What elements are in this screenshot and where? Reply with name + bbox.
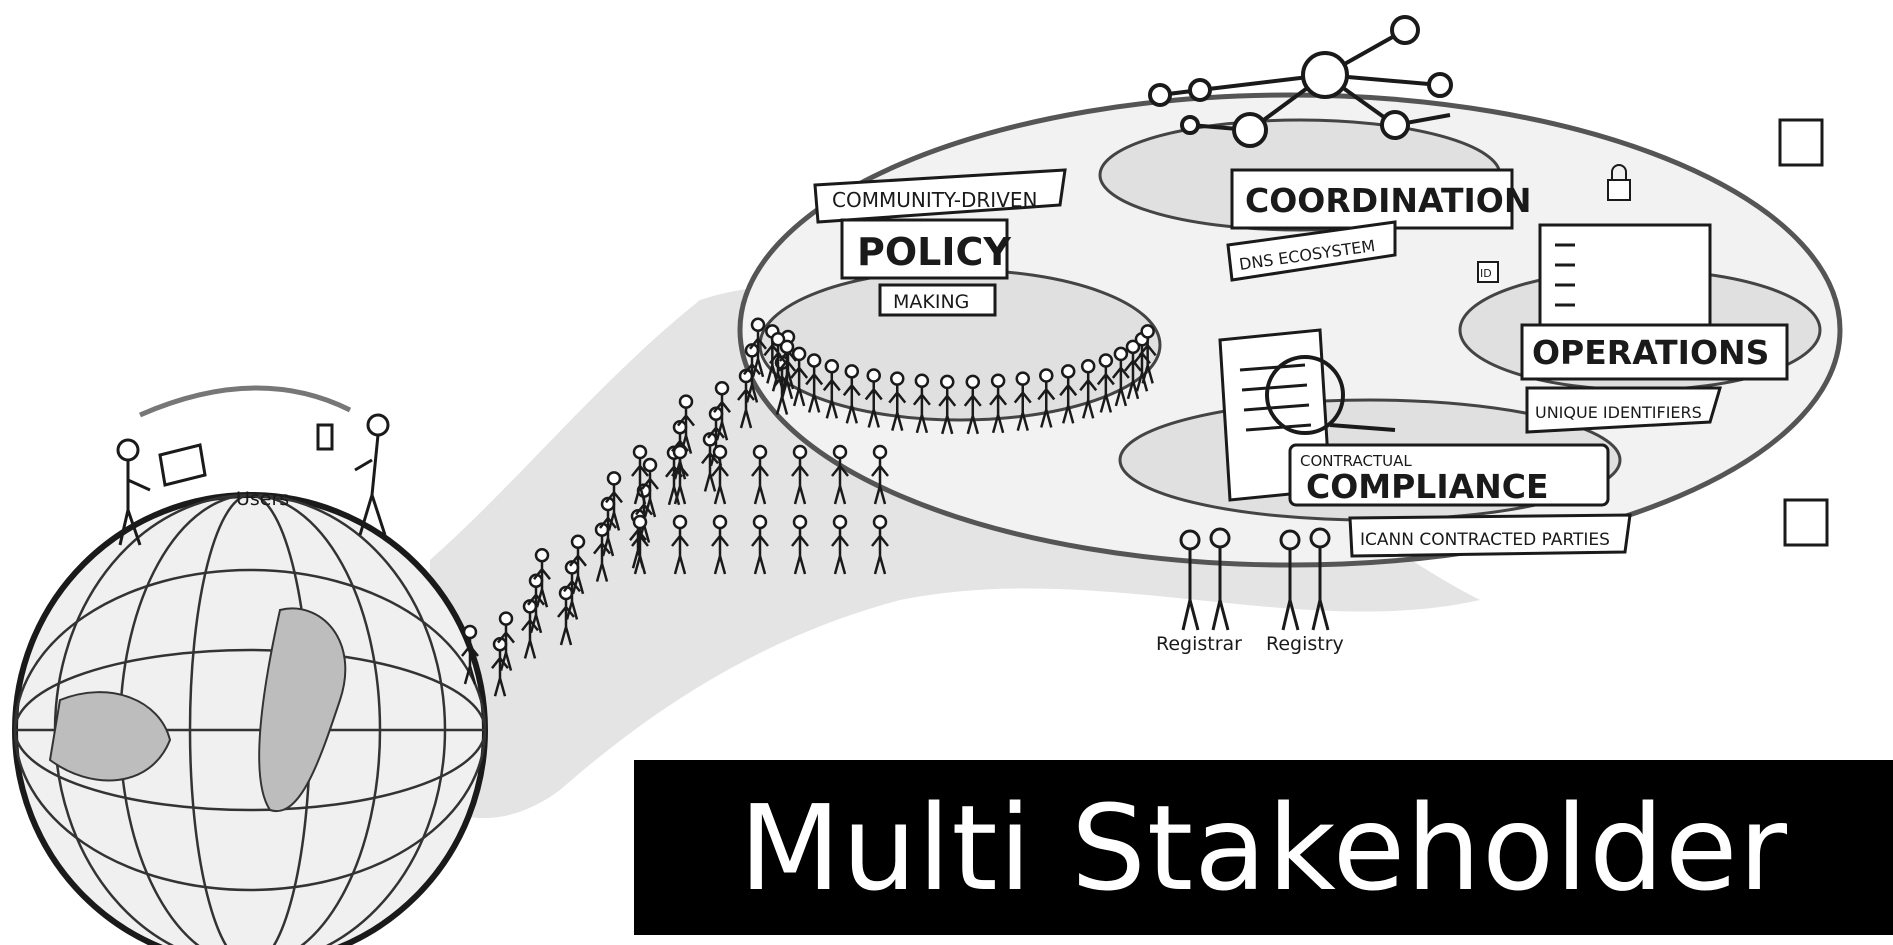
- person-figure: [1079, 359, 1098, 419]
- person-figure: [711, 444, 729, 505]
- svg-text:POLICY: POLICY: [857, 230, 1011, 274]
- operations-label: OPERATIONS: [1520, 323, 1789, 381]
- person-figure: [641, 457, 659, 518]
- person-figure: [791, 444, 809, 505]
- person-figure: [671, 444, 689, 505]
- dns-ecosystem-label: DNS ECOSYSTEM: [1226, 220, 1397, 282]
- person-figure: [790, 346, 809, 407]
- person-figure: [963, 374, 982, 435]
- person-figure: [831, 444, 849, 505]
- person-figure: [831, 514, 849, 575]
- svg-text:UNIQUE IDENTIFIERS: UNIQUE IDENTIFIERS: [1535, 403, 1702, 422]
- person-figure: [871, 444, 889, 505]
- person-figure: [912, 373, 931, 434]
- person-figure: [938, 374, 957, 435]
- person-figure: [713, 380, 731, 441]
- person-figure: [769, 332, 788, 392]
- laptop-icon: [158, 443, 207, 487]
- svg-text:CONTRACTUAL: CONTRACTUAL: [1300, 452, 1412, 470]
- person-figure: [631, 444, 649, 505]
- person-figure: [569, 534, 587, 595]
- title-banner: Multi Stakeholder: [634, 760, 1893, 935]
- phone-icon: [316, 423, 334, 451]
- person-figure: [1124, 339, 1142, 400]
- policy-label: POLICY: [840, 218, 1011, 280]
- person-figure: [631, 514, 649, 575]
- person-figure: [749, 317, 767, 378]
- crowd: [461, 317, 1157, 697]
- person-figure: [822, 359, 841, 419]
- person-figure: [711, 514, 729, 575]
- svg-text:COORDINATION: COORDINATION: [1245, 181, 1531, 220]
- globe-icon: [12, 492, 488, 945]
- registrar-figures: [1179, 527, 1231, 631]
- making-label: MAKING: [878, 283, 997, 317]
- remote-server-icon: [1778, 118, 1829, 547]
- registrar-label: Registrar: [1156, 633, 1242, 655]
- person-figure: [871, 514, 889, 575]
- svg-text:COMMUNITY-DRIVEN: COMMUNITY-DRIVEN: [832, 188, 1037, 212]
- person-figure: [677, 394, 695, 454]
- svg-text:COMPLIANCE: COMPLIANCE: [1306, 467, 1549, 506]
- person-figure: [864, 368, 883, 428]
- person-figure: [989, 373, 1008, 434]
- person-figure: [805, 353, 824, 413]
- network-icon: [1148, 15, 1453, 148]
- person-figure: [1111, 346, 1130, 407]
- person-figure: [1037, 368, 1056, 428]
- registry-label: Registry: [1266, 633, 1344, 655]
- page-title: Multi Stakeholder: [739, 778, 1788, 917]
- person-figure: [751, 514, 769, 575]
- svg-text:ID: ID: [1480, 267, 1492, 280]
- community-driven-label: COMMUNITY-DRIVEN: [813, 168, 1067, 224]
- lock-icon: [1607, 164, 1631, 201]
- person-figure: [461, 624, 479, 685]
- svg-text:OPERATIONS: OPERATIONS: [1532, 333, 1769, 372]
- person-figure: [1059, 364, 1078, 424]
- person-figure: [605, 471, 623, 531]
- icann-contracted-parties-label: ICANN CONTRACTED PARTIES: [1348, 513, 1632, 558]
- person-figure: [888, 371, 907, 431]
- person-figure: [1096, 353, 1115, 413]
- person-figure: [671, 514, 689, 575]
- users-figures: [116, 385, 390, 546]
- community-path-shadow: [430, 285, 1480, 819]
- contractual-compliance-label: CONTRACTUAL COMPLIANCE: [1288, 443, 1610, 507]
- person-figure: [842, 364, 861, 424]
- users-label: Users: [236, 488, 289, 510]
- svg-text:MAKING: MAKING: [893, 291, 969, 313]
- server-icon: [1538, 223, 1712, 342]
- person-figure: [751, 444, 769, 505]
- coordination-label: COORDINATION: [1230, 168, 1531, 230]
- svg-text:ICANN CONTRACTED PARTIES: ICANN CONTRACTED PARTIES: [1360, 530, 1610, 550]
- magnifier-icon: [1265, 355, 1396, 435]
- id-badge: ID: [1477, 261, 1499, 283]
- person-figure: [533, 547, 551, 608]
- person-figure: [1138, 324, 1157, 384]
- registry-figures: [1279, 527, 1331, 631]
- person-figure: [791, 514, 809, 575]
- person-figure: [497, 611, 515, 671]
- unique-identifiers-label: UNIQUE IDENTIFIERS: [1525, 386, 1723, 434]
- person-figure: [1013, 371, 1032, 431]
- person-figure: [778, 339, 796, 400]
